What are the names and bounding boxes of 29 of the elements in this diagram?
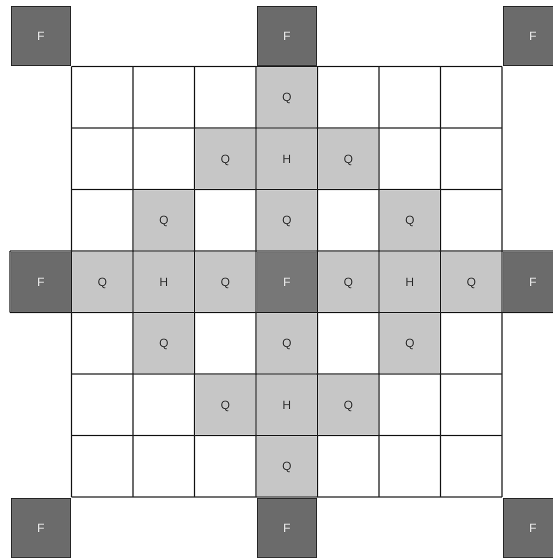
shaded-cell: Q	[256, 67, 317, 128]
dark-cell: F	[502, 6, 553, 66]
dark-cell: F	[502, 498, 553, 558]
dark-cell: F	[10, 498, 71, 558]
shaded-cell: Q	[195, 252, 256, 312]
shaded-cell: Q	[380, 190, 440, 250]
dark-cell: F	[502, 252, 553, 312]
shaded-cell: Q	[195, 374, 256, 435]
shaded-cell: Q	[318, 128, 378, 189]
shaded-cell: H	[134, 252, 194, 312]
dark-cell: F	[10, 6, 71, 66]
shaded-cell: Q	[134, 190, 194, 250]
dark-cell: F	[256, 498, 317, 558]
dark-cell: F	[10, 252, 71, 312]
shaded-cell: Q	[256, 313, 317, 374]
shaded-cell: Q	[195, 128, 256, 189]
dark-cell: F	[256, 252, 317, 312]
dark-cell: F	[256, 6, 317, 66]
shaded-cell: H	[380, 252, 440, 312]
shaded-cell: H	[256, 128, 317, 189]
shaded-cell: Q	[318, 374, 378, 435]
shaded-cell: Q	[380, 313, 440, 374]
shaded-cell: Q	[441, 252, 502, 312]
shaded-cell: Q	[318, 252, 378, 312]
shaded-cell: H	[256, 374, 317, 435]
shaded-cell: Q	[134, 313, 194, 374]
shaded-cell: Q	[72, 252, 132, 312]
shaded-cell: Q	[256, 436, 317, 496]
shaded-cell: Q	[256, 190, 317, 250]
